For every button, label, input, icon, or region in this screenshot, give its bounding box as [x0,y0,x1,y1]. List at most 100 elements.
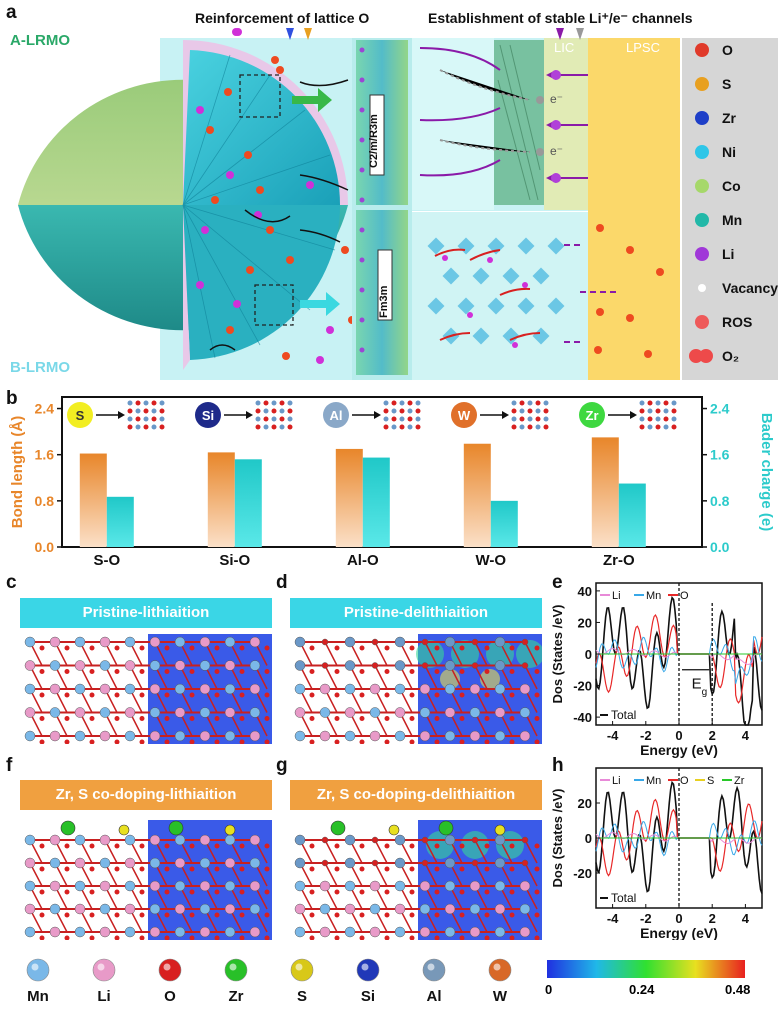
lattice-atom [74,857,86,869]
dos-ytick-label-4: -40 [573,710,592,725]
lattice-atom [149,730,161,742]
mini-atom [143,400,149,406]
label-lic: LIC [554,40,575,55]
lattice-oxygen [114,866,120,872]
lattice-oxygen [434,645,440,651]
mini-atom [383,408,389,414]
lattice-atom [99,834,111,846]
lattice-atom [224,707,236,718]
lattice-atom [24,880,36,892]
bond [474,665,488,690]
lattice-atom [174,926,186,938]
title-pristine-delith: Pristine-delithiaition [290,598,542,628]
lattice-atom [394,683,406,695]
lattice-atom [519,926,531,938]
lattice-oxygen [459,692,465,698]
lattice-oxygen [239,739,245,744]
mini-atom [407,416,413,422]
zr-dopant [330,820,346,836]
dos-ylabel: Dos (States /eV) [550,789,565,888]
lattice-oxygen [484,645,490,651]
s-dopant [494,824,506,836]
mini-atom [527,400,533,406]
lattice-atom [469,730,481,742]
lattice-oxygen [409,669,415,674]
legend-label-7: Vacancy [722,280,778,296]
legend-dot-ros [695,315,709,329]
bond [324,641,338,666]
lattice-atom [469,926,481,938]
lattice-atom [149,926,161,938]
lattice-oxygen [484,669,490,674]
dopant-arrowhead-4 [630,411,637,419]
mini-atom [383,424,389,430]
lattice-oxygen [334,645,340,651]
lattice-oxygen [434,912,440,918]
bond [374,839,388,864]
lattice-atom [394,707,406,718]
lattice-atom [249,880,261,892]
lattice-atom [519,683,531,695]
mini-atom [151,416,157,422]
bar-bader-3 [490,500,518,547]
mini-atom [399,424,405,430]
lattice-oxygen [409,716,415,721]
lattice-atom [99,707,111,718]
legend-dot-zr [695,111,709,125]
lattice-atom [344,834,356,846]
s-dopant [224,824,236,836]
ytick-label-left-0: 0.0 [35,539,55,555]
lattice-atom [124,707,136,718]
lattice-oxygen [484,912,490,918]
dos-ytick-label-1: 0 [585,831,592,846]
lattice-atom [394,880,406,892]
dos-legend-label-1: Mn [646,590,661,602]
lattice-oxygen [64,843,70,849]
dos-xlabel: Energy (eV) [640,742,718,758]
atom-legend-label-7: W [493,988,508,1005]
lattice-atom [99,683,111,695]
panel-a: Reinforcement of lattice O Establishment… [0,0,780,380]
lattice-oxygen [139,843,145,849]
lattice-atom [421,638,429,646]
lattice-oxygen [189,645,195,651]
mini-atom [647,408,653,414]
lattice-oxygen [359,889,365,895]
lattice-atom [249,926,261,938]
lattice-atom [494,707,506,718]
lattice-oxygen [359,716,365,721]
dos-legend-label-4: Zr [734,775,745,787]
lattice-oxygen [114,912,120,918]
lattice-oxygen [139,716,145,721]
lattice-oxygen [509,645,515,651]
atom-legend-ball-zr [224,958,248,982]
lattice-oxygen [309,866,315,872]
dopant-label-3: W [458,408,471,423]
panel-label-b: b [6,388,18,409]
lattice-oxygen [359,843,365,849]
lattice-atom [74,903,86,915]
lattice-atom [494,880,506,892]
mini-atom [263,400,269,406]
lattice-atom [471,662,479,669]
lattice-oxygen [64,912,70,918]
lattice-atom [199,636,211,648]
ylabel-right: Bader charge (e) [758,413,775,531]
lattice-oxygen [39,716,45,721]
lattice-atom [444,926,456,938]
dopant-arrowhead-0 [118,411,125,419]
lattice-atom [149,880,161,892]
lattice-atom [99,926,111,938]
dopant-label-4: Zr [586,408,599,423]
lattice-oxygen [264,935,270,940]
zr-dopant [60,820,76,836]
lattice-oxygen [334,912,340,918]
lattice-atom [124,857,136,869]
lattice-oxygen [164,739,170,744]
mini-atom [655,400,661,406]
lattice-oxygen [64,716,70,721]
lattice-atom [249,636,261,648]
bond [524,862,538,887]
lattice-oxygen [89,843,95,849]
